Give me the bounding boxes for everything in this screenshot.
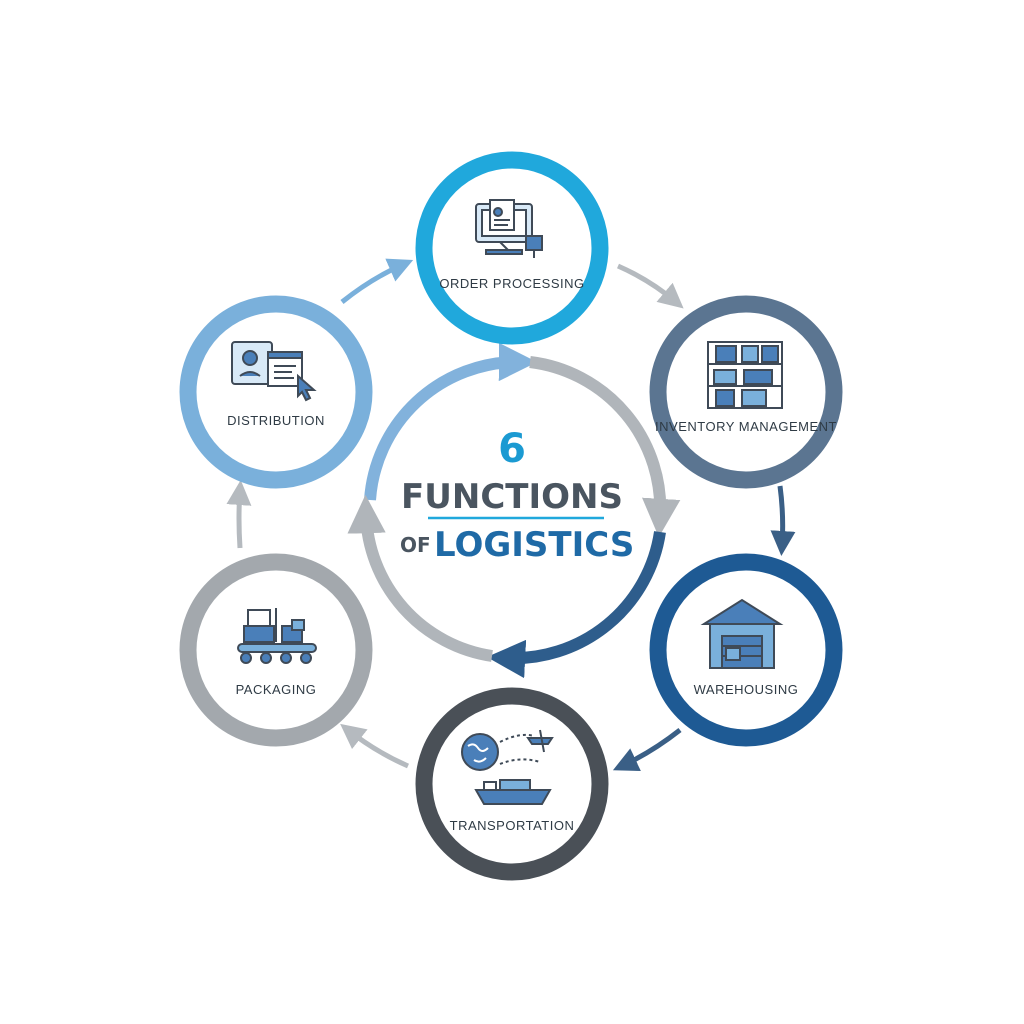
title-line1: FUNCTIONS <box>401 477 623 517</box>
node-ring <box>179 295 373 489</box>
node-label: INVENTORY MANAGEMENT <box>655 419 837 434</box>
inner-ring-segment-top-right <box>529 356 681 538</box>
inner-ring-segment-bottom-right <box>486 531 666 679</box>
title-line2: LOGISTICS <box>434 525 634 565</box>
node-packaging: PACKAGING <box>179 553 373 747</box>
warehouse-icon <box>700 598 784 669</box>
connector-arrows <box>226 258 796 771</box>
arrow-warehousing-to-transportation <box>612 728 682 771</box>
title-of: OF <box>400 533 431 557</box>
arrow-order-to-inventory <box>616 263 684 309</box>
arrow-distribution-to-order <box>340 258 414 304</box>
globe-ship-plane-icon <box>461 729 554 805</box>
inner-cycle-ring <box>347 342 681 679</box>
arrow-transportation-to-packaging <box>340 723 410 769</box>
arrow-inventory-to-warehousing <box>770 485 796 556</box>
node-transportation: TRANSPORTATION <box>415 687 609 881</box>
node-order-processing: ORDER PROCESSING <box>415 151 609 345</box>
computer-screens-icon <box>231 341 317 402</box>
inner-ring-segment-top-left <box>364 342 538 501</box>
arrow-packaging-to-distribution <box>226 480 252 549</box>
node-warehousing: WAREHOUSING <box>649 553 843 747</box>
node-ring <box>415 151 609 345</box>
order-processing-icon <box>475 199 543 258</box>
forklift-conveyor-icon <box>237 608 317 664</box>
node-label: WAREHOUSING <box>694 682 799 697</box>
center-title: 6 FUNCTIONS OF LOGISTICS <box>400 426 634 565</box>
node-label: ORDER PROCESSING <box>439 276 584 291</box>
title-number: 6 <box>498 426 526 472</box>
node-distribution: DISTRIBUTION <box>179 295 373 489</box>
node-label: TRANSPORTATION <box>450 818 575 833</box>
node-label: DISTRIBUTION <box>227 413 325 428</box>
inventory-shelves-icon <box>707 341 783 409</box>
inner-ring-segment-bottom-left <box>347 494 493 662</box>
node-label: PACKAGING <box>236 682 317 697</box>
node-inventory-management: INVENTORY MANAGEMENT <box>649 295 843 489</box>
